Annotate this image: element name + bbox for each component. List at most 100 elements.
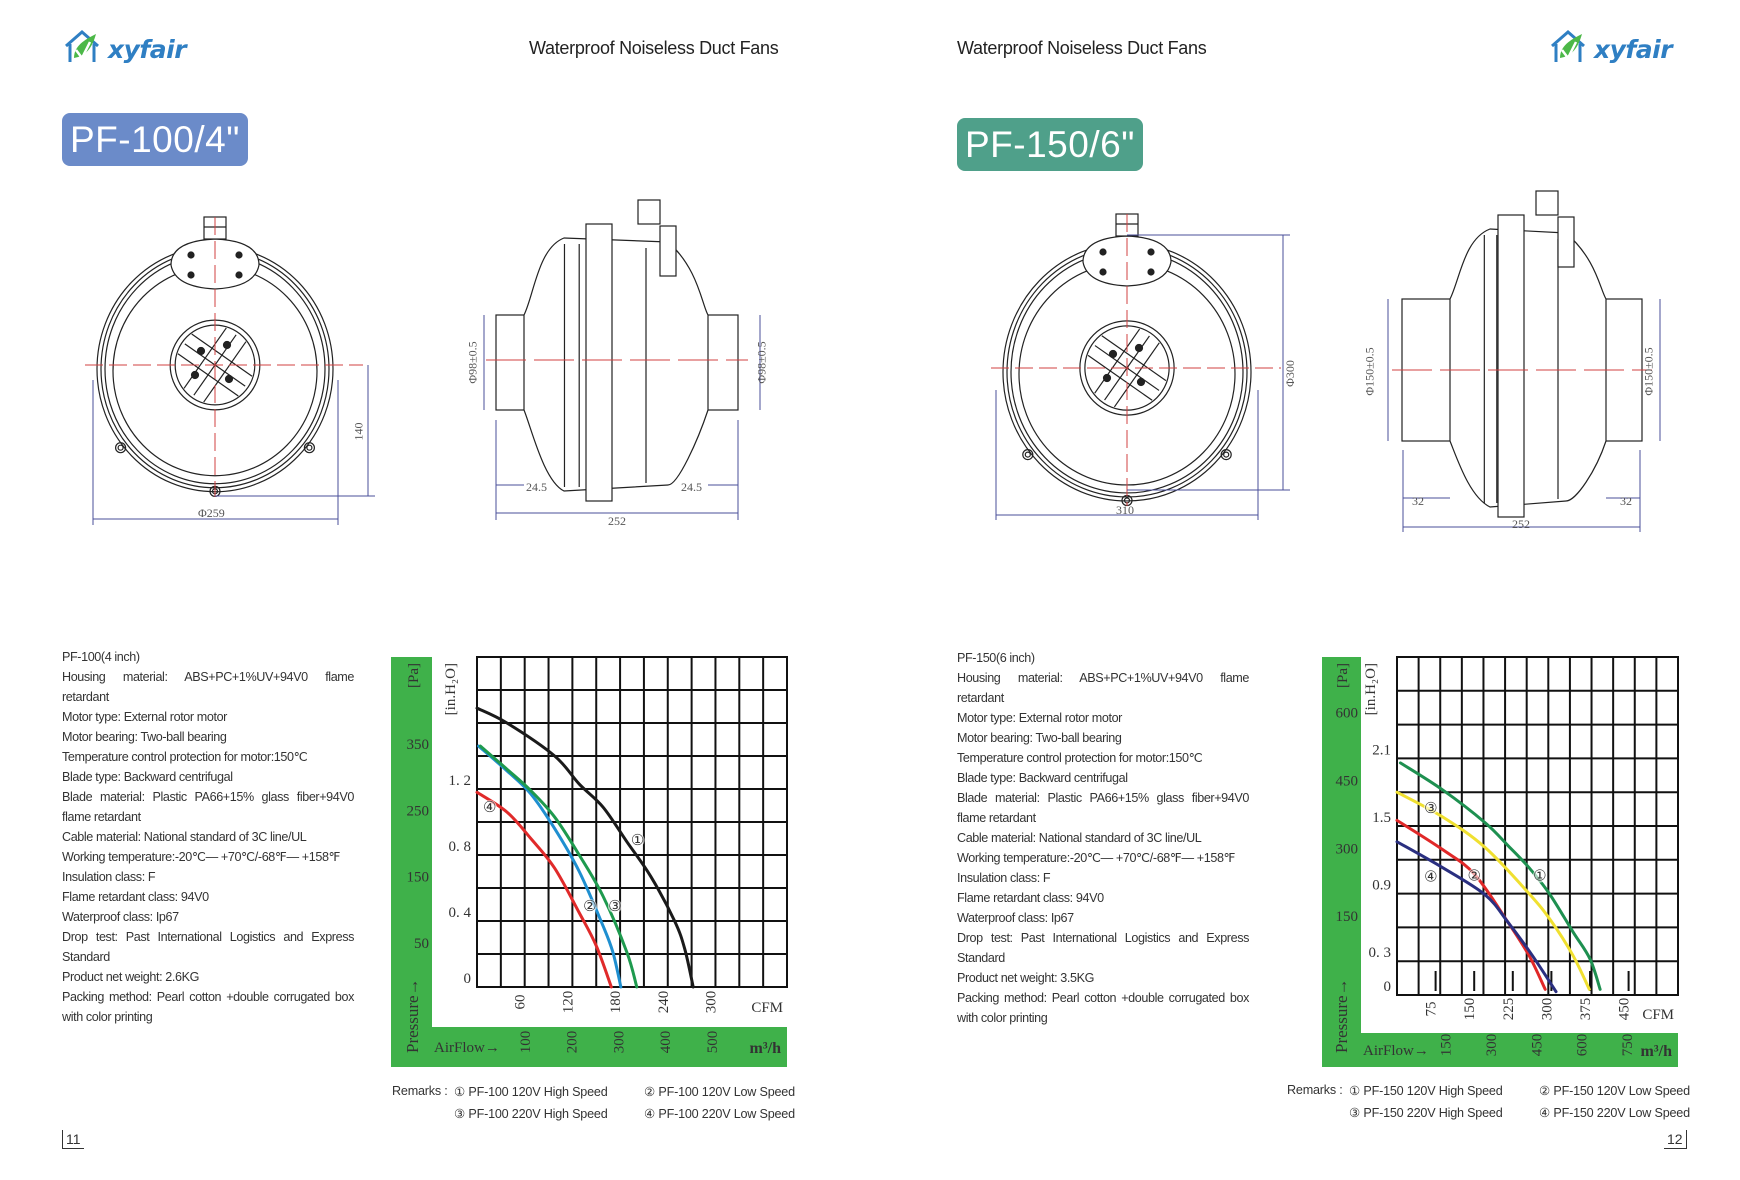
remark-item: ① PF-100 120V High Speed xyxy=(454,1084,608,1099)
dim-front-width: 310 xyxy=(1116,503,1134,517)
remark-item: ④ PF-100 220V Low Speed xyxy=(644,1106,795,1121)
model-badge: PF-150/6" xyxy=(957,118,1143,171)
page-number: 12 xyxy=(1664,1130,1687,1149)
dim-duct-right: Φ150±0.5 xyxy=(1641,347,1656,396)
y-tick-label-pa: 50 xyxy=(414,936,429,952)
spec-item: Motor bearing: Two-ball bearing xyxy=(62,730,227,744)
plot-frame xyxy=(476,656,788,988)
brand-logo: xyfair xyxy=(1548,28,1673,71)
spec-item: Packing method: Pearl cotton +double cor… xyxy=(62,990,354,1024)
grid xyxy=(1396,656,1679,996)
dimension-drawings xyxy=(85,199,761,525)
series-line xyxy=(1395,818,1547,991)
y-unit-inh2o: [in.H₂O] xyxy=(443,663,459,715)
y-unit-pa: [Pa] xyxy=(1335,663,1351,688)
spec-item: PF-150(6 inch) xyxy=(957,651,1035,665)
series-marker-bg xyxy=(630,833,645,848)
x-tick-label-m3h: 450 xyxy=(1529,1034,1545,1057)
spec-item: Working temperature:-20℃— +70℃/-68℉— +15… xyxy=(62,850,341,864)
y-axis-label: Pressure→ xyxy=(1332,978,1351,1053)
series-marker-bg xyxy=(1423,800,1438,815)
remark-item: ② PF-150 120V Low Speed xyxy=(1539,1083,1690,1098)
dim-collar-left: 32 xyxy=(1412,494,1424,508)
spec-item: Blade material: Plastic PA66+15% glass f… xyxy=(62,790,354,824)
dim-front-height: Φ300 xyxy=(1282,360,1297,387)
y-tick-label-inh2o: 1.5 xyxy=(1372,810,1391,826)
series-marker-bg xyxy=(1467,868,1482,883)
spec-item: Housing material: ABS+PC+1%UV+94V0 flame… xyxy=(62,670,354,704)
y-tick-label-pa: 350 xyxy=(407,737,430,753)
spec-item: Temperature control protection for motor… xyxy=(62,750,308,764)
x-tick-label-m3h: 200 xyxy=(565,1031,581,1054)
x-tick-label-cfm: 75 xyxy=(1424,1002,1440,1017)
spec-item: Temperature control protection for motor… xyxy=(957,751,1203,765)
spec-item: Cable material: National standard of 3C … xyxy=(62,830,307,844)
spec-item: Insulation class: F xyxy=(957,871,1051,885)
series-line xyxy=(475,706,695,989)
spec-item: Flame retardant class: 94V0 xyxy=(957,891,1104,905)
series-marker-bg xyxy=(607,899,622,914)
plot-frame xyxy=(1396,656,1679,996)
series-line xyxy=(1395,840,1558,994)
x-unit-m3h: m³/h xyxy=(750,1040,782,1057)
y-tick-label-inh2o: 0.9 xyxy=(1372,878,1391,894)
grid xyxy=(476,656,788,988)
series-line xyxy=(478,744,639,989)
dim-collar-right: 24.5 xyxy=(681,480,702,494)
remarks-prefix: Remarks : xyxy=(1287,1083,1343,1097)
spec-item: PF-100(4 inch) xyxy=(62,650,140,664)
y-tick-label-inh2o: 0. 4 xyxy=(449,905,472,921)
terminal-box xyxy=(659,225,677,277)
y-unit-inh2o: [in.H₂O] xyxy=(1363,663,1379,715)
spec-item: Insulation class: F xyxy=(62,870,156,884)
axis-band-bottom xyxy=(391,1027,787,1067)
header-title: Waterproof Noiseless Duct Fans xyxy=(957,38,1207,58)
dim-front-height: 140 xyxy=(351,422,366,441)
side-view xyxy=(495,199,739,502)
fan-body xyxy=(523,237,709,492)
mounting-flange xyxy=(585,223,613,502)
x-tick-label-cfm: 60 xyxy=(513,995,529,1010)
x-tick-label-cfm: 450 xyxy=(1617,998,1633,1021)
dim-collar-left: 24.5 xyxy=(526,480,547,494)
remarks-prefix: Remarks : xyxy=(392,1084,448,1098)
y-tick-label-pa: 450 xyxy=(1336,773,1359,789)
series-marker-bg xyxy=(582,899,597,914)
spec-item: Packing method: Pearl cotton +double cor… xyxy=(957,991,1249,1025)
series-marker: ① xyxy=(1533,869,1546,885)
series-marker-bg xyxy=(482,800,497,815)
y-tick-label-inh2o: 0. 8 xyxy=(449,839,472,855)
spec-item: Motor type: External rotor motor xyxy=(62,710,227,724)
mount-hole xyxy=(1220,449,1232,461)
series-marker: ④ xyxy=(483,800,496,816)
series-marker: ③ xyxy=(1424,801,1437,817)
x-tick-label-m3h: 300 xyxy=(611,1031,627,1054)
x-tick-label-cfm: 375 xyxy=(1578,998,1594,1021)
x-axis-label: AirFlow→ xyxy=(434,1040,500,1056)
house-leaf-icon xyxy=(62,28,106,71)
x-tick-label-cfm: 300 xyxy=(703,991,719,1014)
x-tick-label-m3h: 100 xyxy=(518,1031,534,1054)
y-tick-label-inh2o: 0. 3 xyxy=(1369,945,1392,961)
y-tick-label-inh2o: 0 xyxy=(1384,979,1392,995)
y-tick-label-pa: 150 xyxy=(407,870,430,886)
spec-item: Product net weight: 3.5KG xyxy=(957,971,1095,985)
x-tick-label-cfm: 150 xyxy=(1462,998,1478,1021)
y-tick-label-pa: 150 xyxy=(1336,909,1359,925)
x-unit-m3h: m³/h xyxy=(1641,1043,1673,1060)
x-unit-cfm: CFM xyxy=(751,1000,783,1016)
x-tick-label-m3h: 500 xyxy=(705,1031,721,1054)
dim-duct-left: Φ98±0.5 xyxy=(465,341,480,384)
spec-list: PF-150(6 inch)Housing material: ABS+PC+1… xyxy=(957,648,1249,1028)
axis-band-left xyxy=(391,657,432,1067)
series-line xyxy=(1398,761,1602,991)
remark-item: ③ PF-150 220V High Speed xyxy=(1349,1105,1503,1120)
x-unit-cfm: CFM xyxy=(1642,1007,1674,1023)
dim-length: 252 xyxy=(608,514,626,528)
spec-item: Drop test: Past International Logistics … xyxy=(957,931,1249,965)
fan-body xyxy=(1449,228,1607,508)
mount-hole xyxy=(1022,449,1034,461)
series-marker: ④ xyxy=(1424,870,1437,886)
series-marker: ③ xyxy=(608,899,621,915)
